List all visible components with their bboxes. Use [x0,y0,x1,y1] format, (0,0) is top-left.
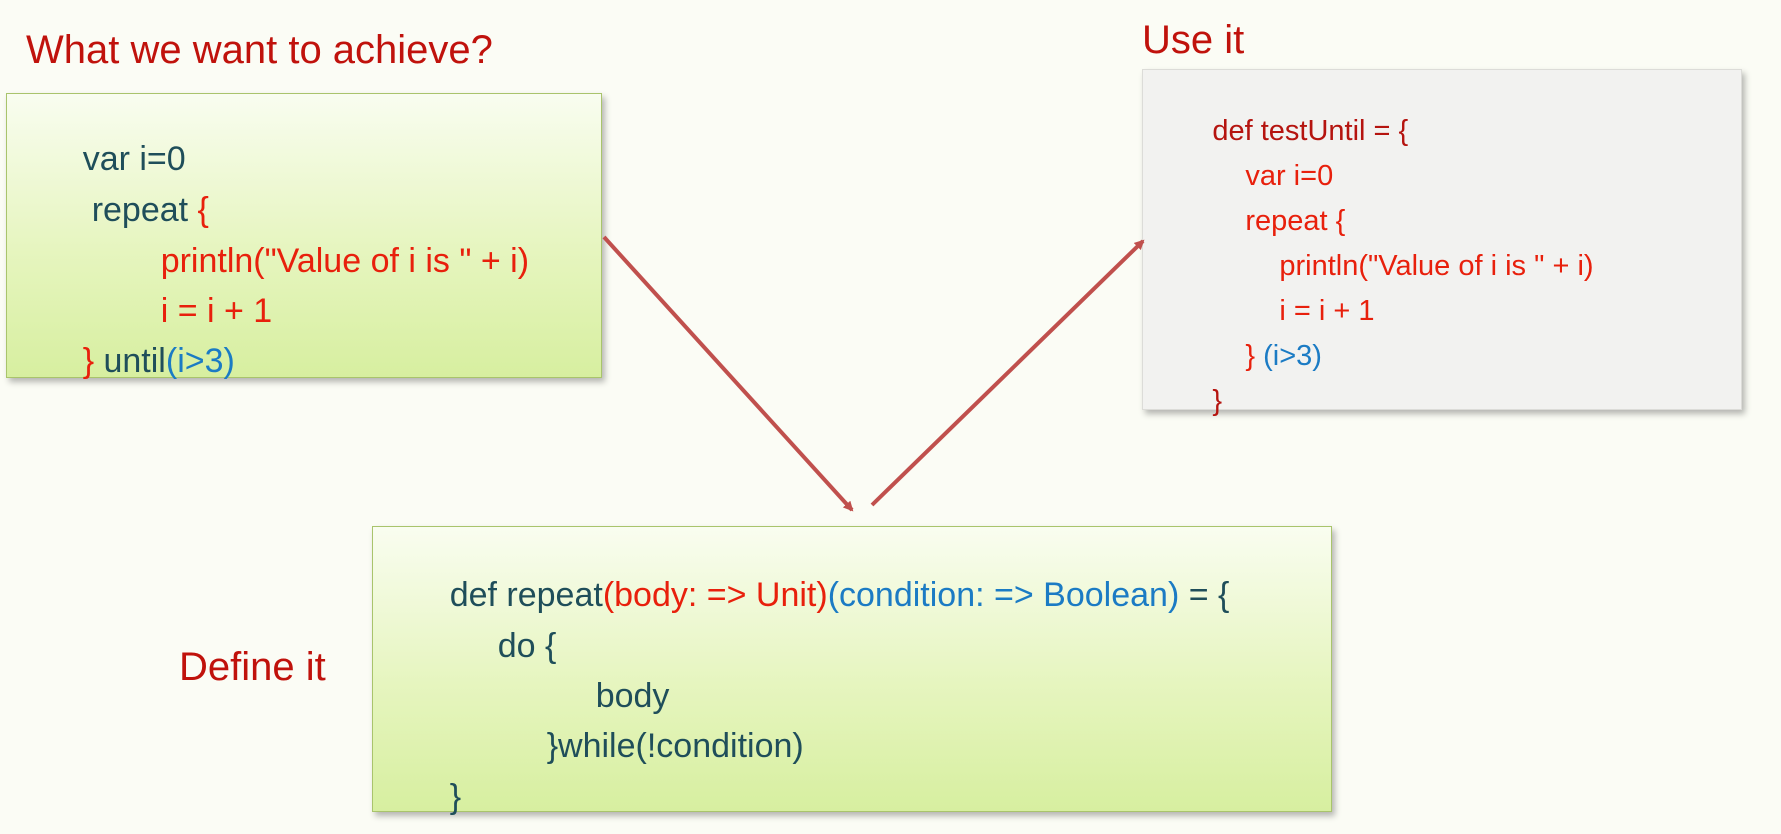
code-line: i = i + 1 [104,260,273,362]
code-line: def repeat(body: => Unit)(condition: => … [393,544,1230,646]
code-line: }while(!condition) [490,695,804,797]
code-line: do { [441,595,557,697]
code-text: println("Value of i is " + i) [160,242,530,280]
code-text: i = i + 1 [160,292,273,330]
code-line: println("Value of i is " + i) [1231,223,1594,310]
code-line: } [393,746,461,834]
code-line: repeat { [35,159,209,261]
heading-define-it: Define it [179,645,326,689]
achieve-code-box: var i=0 repeat { println("Value of i is … [6,93,602,378]
code-line: } [1164,358,1222,445]
code-text: body [595,677,670,715]
code-line: println("Value of i is " + i) [104,210,529,312]
code-line: def testUntil = { [1164,88,1408,175]
heading-use-it: Use it [1142,18,1245,62]
code-line: } (i>3) [1197,313,1322,400]
code-text: def testUntil = { [1212,115,1409,147]
code-condition: (i>3) [165,342,235,380]
code-keyword: repeat [91,191,198,229]
code-param-condition: (condition: => Boolean) [827,576,1180,614]
code-text: repeat { [1245,205,1346,237]
code-brace: } [1212,385,1223,417]
code-line: body [539,645,670,747]
code-text: }while(!condition) [546,727,804,765]
code-text: var i=0 [1245,160,1334,192]
code-line: i = i + 1 [1231,268,1374,355]
code-line: var i=0 [1197,133,1333,220]
code-keyword: until [94,342,166,380]
code-text: println("Value of i is " + i) [1279,250,1594,282]
code-brace: } [1245,340,1256,372]
code-text: do { [497,627,557,665]
code-condition: (i>3) [1255,340,1322,372]
code-brace: } [82,342,95,380]
code-text: var i=0 [82,140,186,178]
code-line: } until(i>3) [26,310,235,412]
arrow-achieve-to-define [602,235,854,512]
heading-what-we-want-to-achieve: What we want to achieve? [26,28,493,72]
use-code-box: def testUntil = { var i=0 repeat { print… [1142,69,1742,416]
code-line: repeat { [1197,178,1345,265]
code-line: var i=0 [26,108,186,210]
code-text: i = i + 1 [1279,295,1375,327]
code-text: = { [1179,576,1230,614]
code-param-body: (body: => Unit) [602,576,828,614]
code-brace: } [449,778,462,816]
arrow-define-to-use [870,239,1145,507]
define-code-box: def repeat(body: => Unit)(condition: => … [372,526,1332,814]
code-keyword: def repeat [449,576,603,614]
code-brace: { [197,191,209,229]
